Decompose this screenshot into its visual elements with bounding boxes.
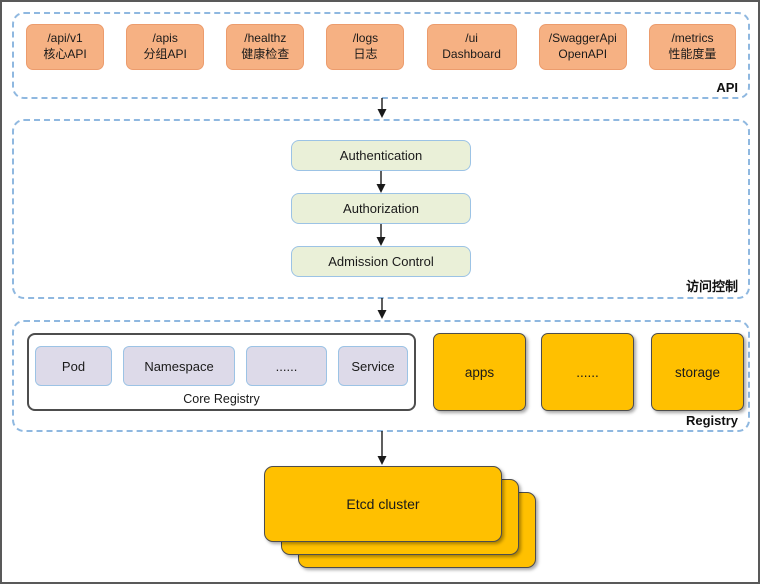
access-control-section: Authentication Authorization Admission C… xyxy=(12,119,750,299)
apps-group-box: apps xyxy=(433,333,526,411)
registry-section-label: Registry xyxy=(685,413,738,428)
core-registry-box: Pod Namespace ...... Service Core Regist… xyxy=(27,333,416,411)
arrow-down-icon xyxy=(376,171,386,193)
api-section-label: API xyxy=(716,80,738,95)
ellipsis-box: ...... xyxy=(246,346,327,386)
etcd-cluster-box: Etcd cluster xyxy=(264,466,502,542)
access-control-flow: Authentication Authorization Admission C… xyxy=(14,121,748,277)
namespace-box: Namespace xyxy=(123,346,235,386)
endpoint-path: /apis xyxy=(152,31,178,46)
storage-group-box: storage xyxy=(651,333,744,411)
api-endpoint-box: /api/v1 核心API xyxy=(26,24,104,70)
core-registry-items: Pod Namespace ...... Service xyxy=(29,335,414,386)
api-endpoint-box: /SwaggerApi OpenAPI xyxy=(538,24,627,70)
endpoint-desc: 分组API xyxy=(143,47,187,61)
ellipsis-group-box: ...... xyxy=(541,333,634,411)
api-endpoint-box: /logs 日志 xyxy=(326,24,405,70)
core-registry-label: Core Registry xyxy=(183,392,260,406)
api-endpoint-row: /api/v1 核心API /apis 分组API /healthz 健康检查 … xyxy=(14,14,748,70)
authorization-box: Authorization xyxy=(291,193,471,224)
endpoint-path: /metrics xyxy=(671,31,714,46)
authentication-box: Authentication xyxy=(291,140,471,171)
arrow-down-icon xyxy=(377,431,387,465)
endpoint-desc: Dashboard xyxy=(442,47,501,61)
arrow-down-icon xyxy=(376,224,386,246)
api-endpoint-box: /healthz 健康检查 xyxy=(226,24,305,70)
endpoint-desc: 性能度量 xyxy=(668,47,717,61)
arrow-down-icon xyxy=(377,98,387,118)
service-box: Service xyxy=(338,346,408,386)
api-endpoint-box: /apis 分组API xyxy=(126,24,205,70)
endpoint-path: /SwaggerApi xyxy=(548,31,617,46)
endpoint-path: /healthz xyxy=(244,31,287,46)
arrow-down-icon xyxy=(377,298,387,319)
endpoint-desc: 日志 xyxy=(353,47,378,61)
api-endpoint-box: /metrics 性能度量 xyxy=(648,24,736,70)
registry-section: Pod Namespace ...... Service Core Regist… xyxy=(12,320,750,432)
api-endpoint-box: /ui Dashboard xyxy=(426,24,517,70)
api-section: /api/v1 核心API /apis 分组API /healthz 健康检查 … xyxy=(12,12,750,99)
endpoint-desc: 核心API xyxy=(43,47,87,61)
endpoint-path: /api/v1 xyxy=(47,31,83,46)
admission-control-box: Admission Control xyxy=(291,246,471,277)
access-control-section-label: 访问控制 xyxy=(685,279,738,294)
endpoint-path: /ui xyxy=(465,31,478,46)
endpoint-desc: OpenAPI xyxy=(558,47,608,61)
pod-box: Pod xyxy=(35,346,112,386)
endpoint-desc: 健康检查 xyxy=(241,47,290,61)
endpoint-path: /logs xyxy=(352,31,379,46)
